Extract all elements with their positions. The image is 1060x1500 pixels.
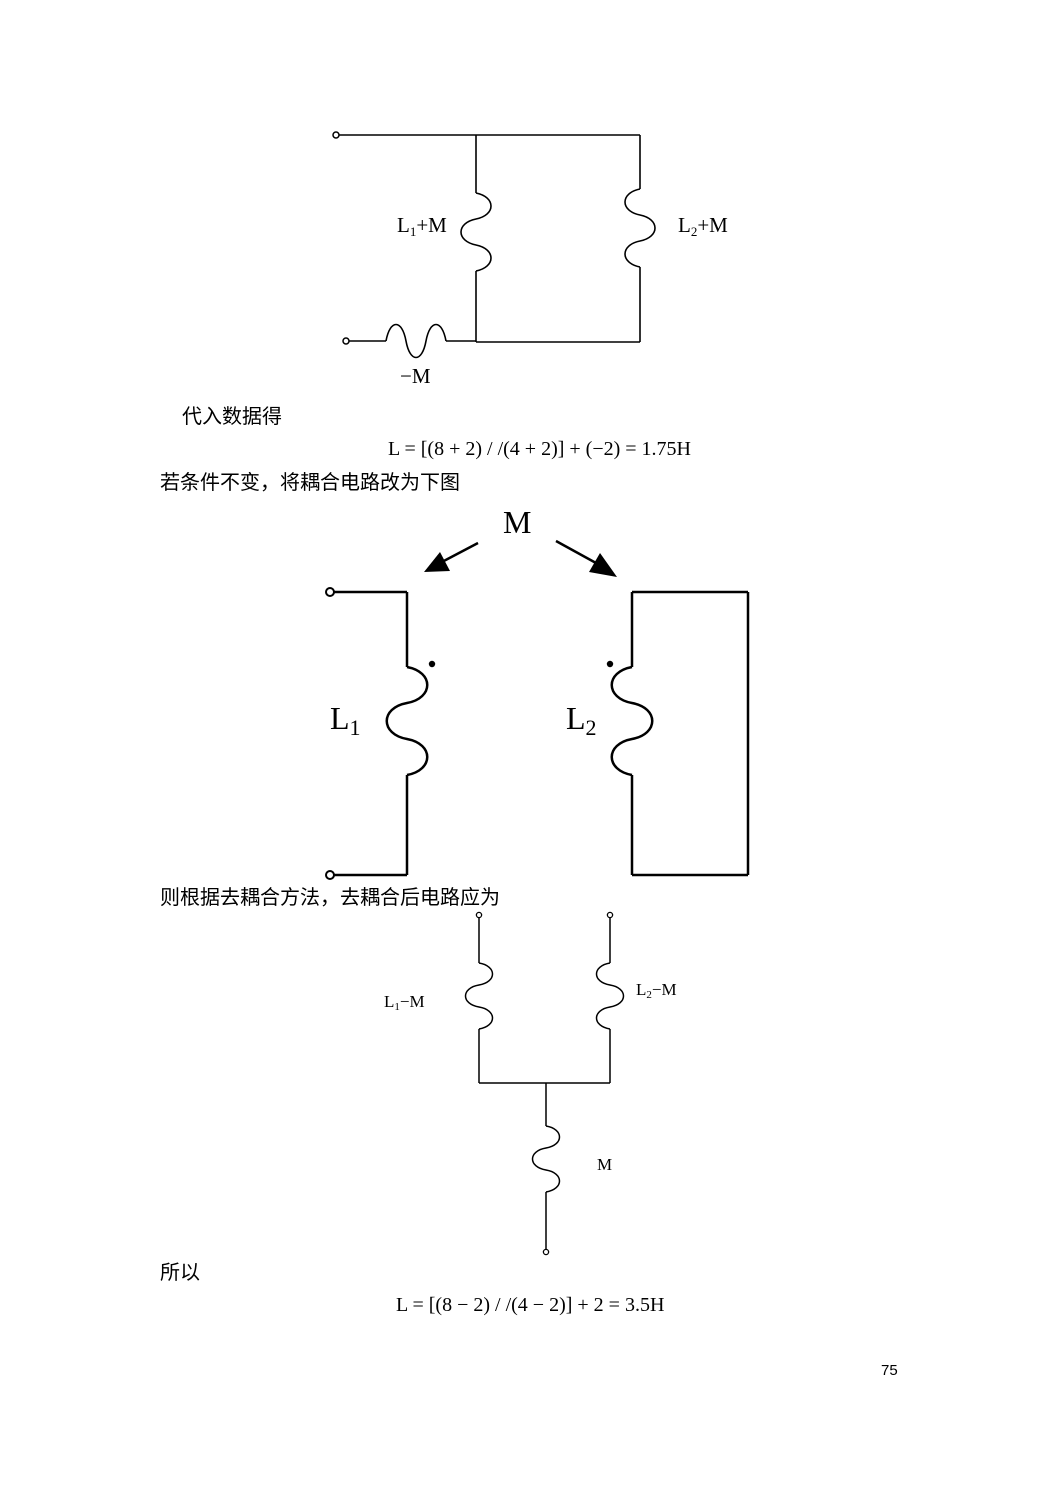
- decoupled-circuit-figure-3: L1−M L2−M M: [384, 911, 677, 1256]
- inductor-l1-plus-m: [460, 192, 492, 272]
- formula-1: L = [(8 + 2) / /(4 + 2)] + (−2) = 1.75H: [388, 438, 691, 460]
- inductor-l2-minus-m: [595, 962, 625, 1030]
- arrow-left-icon: [424, 552, 450, 572]
- label-l1-minus-m: L1−M: [384, 992, 425, 1013]
- dot-mark-l1: [428, 660, 436, 668]
- label-l2-plus-m: L2+M: [678, 213, 728, 239]
- label-minus-m: −M: [400, 364, 431, 388]
- page-number: 75: [881, 1362, 898, 1379]
- text-substitute: 代入数据得: [182, 404, 282, 428]
- inductor-l1-minus-m: [464, 962, 494, 1030]
- text-decouple: 则根据去耦合方法，去耦合后电路应为: [160, 885, 500, 909]
- label-l1-plus-m: L1+M: [397, 213, 447, 239]
- dot-mark-l2: [606, 660, 614, 668]
- formula-2: L = [(8 − 2) / /(4 − 2)] + 2 = 3.5H: [396, 1294, 665, 1316]
- label-l2: L2: [566, 700, 597, 740]
- label-l1: L1: [330, 700, 361, 740]
- inductor-m: [531, 1125, 561, 1193]
- terminal-top-left: [475, 911, 483, 919]
- terminal-bottom: [542, 1248, 550, 1256]
- label-m: M: [597, 1155, 612, 1174]
- circuit-figure-1: L1+M L2+M −M: [332, 131, 728, 388]
- terminal-top-right: [606, 911, 614, 919]
- inductor-l2: [610, 665, 654, 777]
- inductor-minus-m: [385, 323, 447, 359]
- coupled-circuit-figure-2: M L1 L2: [325, 504, 750, 880]
- terminal-bottom: [342, 337, 350, 345]
- text-condition: 若条件不变，将耦合电路改为下图: [160, 470, 460, 494]
- inductor-l1: [385, 665, 429, 777]
- arrow-right-icon: [589, 553, 617, 577]
- terminal-top: [332, 131, 340, 139]
- text-therefore: 所以: [160, 1260, 200, 1284]
- label-mutual-m: M: [503, 504, 531, 540]
- terminal-l1-top: [325, 587, 335, 597]
- terminal-l1-bottom: [325, 870, 335, 880]
- label-l2-minus-m: L2−M: [636, 980, 677, 1001]
- inductor-l2-plus-m: [624, 188, 656, 268]
